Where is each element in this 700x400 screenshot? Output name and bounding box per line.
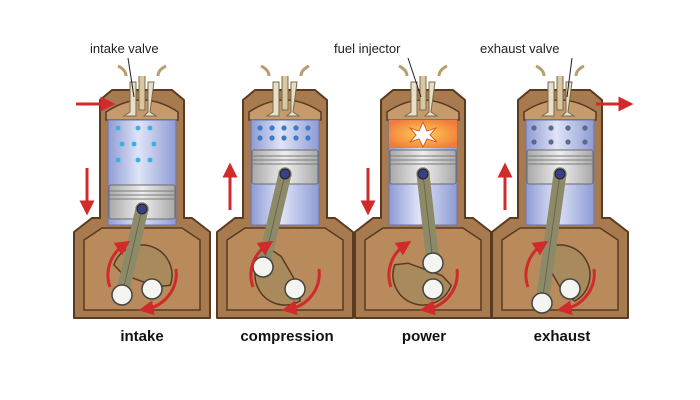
- intake-valve-callout: intake valve: [90, 41, 159, 56]
- fuel-droplet: [115, 125, 121, 131]
- fuel-droplet: [115, 157, 121, 163]
- fuel-droplet: [135, 157, 141, 163]
- exhaust-pipe: [574, 64, 585, 77]
- valve-right: [285, 81, 301, 117]
- engine-power: [354, 64, 492, 319]
- stroke-label-intake: intake: [120, 328, 164, 345]
- exhaust-particle: [565, 139, 571, 145]
- main-journal: [559, 278, 581, 300]
- fuel-droplet: [269, 125, 275, 131]
- valve-right: [423, 81, 439, 117]
- main-journal: [422, 278, 444, 300]
- rotation-arrow-icon: [249, 240, 274, 288]
- exhaust-particle: [548, 139, 554, 145]
- crank-pin: [531, 292, 553, 314]
- fuel-droplet: [147, 125, 153, 131]
- crank-pin: [422, 252, 444, 274]
- exhaust-pipe: [299, 64, 310, 77]
- rod-edge: [422, 173, 434, 264]
- valve-right: [560, 81, 576, 117]
- exhaust-particle: [548, 125, 554, 131]
- fuel-droplet: [147, 157, 153, 163]
- main-journal: [284, 278, 306, 300]
- valve-left: [540, 81, 555, 117]
- rotation-arrow-icon: [419, 268, 459, 316]
- wrist-pin-cap: [417, 168, 429, 180]
- engine-exhaust: [491, 64, 629, 319]
- rotation-arrow-icon: [106, 240, 131, 288]
- rod-edge: [121, 208, 143, 296]
- exhaust-particle: [531, 139, 537, 145]
- wrist-pin-cap: [136, 203, 148, 215]
- stroke-label-exhaust: exhaust: [533, 328, 591, 345]
- fuel-injector-leader: [407, 57, 422, 98]
- rotation-arrow-icon: [524, 240, 549, 288]
- exhaust-particle: [565, 125, 571, 131]
- intake-valve-leader: [127, 57, 135, 98]
- rotation-arrow-icon: [556, 268, 596, 316]
- fuel-droplet: [151, 141, 157, 147]
- fuel-droplet: [293, 125, 299, 131]
- stroke-label-power: power: [401, 328, 447, 345]
- spark-icon: [408, 120, 438, 149]
- rod-edge: [541, 173, 561, 304]
- fuel-droplet: [269, 135, 275, 141]
- crank-pin: [111, 284, 133, 306]
- injector-stem: [556, 76, 564, 111]
- exhaust-particle: [582, 125, 588, 131]
- rotation-arrow-icon: [387, 240, 412, 288]
- valve-left: [265, 81, 280, 117]
- injector-stem: [281, 76, 289, 111]
- fuel-droplet: [257, 135, 263, 141]
- valve-right: [142, 81, 158, 117]
- fuel-droplet: [281, 125, 287, 131]
- exhaust-valve-callout: exhaust valve: [480, 41, 560, 56]
- crank-pin: [252, 256, 274, 278]
- rotation-arrow-icon: [138, 268, 178, 316]
- callout-leaders: [127, 57, 573, 98]
- injector-stem: [419, 76, 427, 111]
- engine-intake: [73, 64, 211, 319]
- fuel-droplet: [131, 141, 137, 147]
- fuel-droplet: [281, 135, 287, 141]
- wrist-pin-cap: [279, 168, 291, 180]
- stroke-label-compression: compression: [240, 328, 334, 345]
- wrist-pin-cap: [554, 168, 566, 180]
- intake-pipe: [398, 64, 409, 77]
- fuel-droplet: [293, 135, 299, 141]
- fuel-droplet: [305, 135, 311, 141]
- fuel-droplet: [305, 125, 311, 131]
- intake-pipe: [260, 64, 271, 77]
- main-journal: [141, 278, 163, 300]
- exhaust-pipe: [437, 64, 448, 77]
- fuel-droplet: [119, 141, 125, 147]
- engine-compression: [216, 64, 354, 319]
- fuel-droplet: [257, 125, 263, 131]
- injector-stem: [138, 76, 146, 111]
- exhaust-particle: [582, 139, 588, 145]
- fuel-injector-callout: fuel injector: [334, 41, 401, 56]
- rotation-arrow-icon: [281, 268, 321, 316]
- intake-pipe: [535, 64, 546, 77]
- exhaust-valve-leader: [566, 57, 573, 98]
- exhaust-pipe: [156, 64, 167, 77]
- exhaust-particle: [531, 125, 537, 131]
- fuel-droplet: [135, 125, 141, 131]
- intake-pipe: [117, 64, 128, 77]
